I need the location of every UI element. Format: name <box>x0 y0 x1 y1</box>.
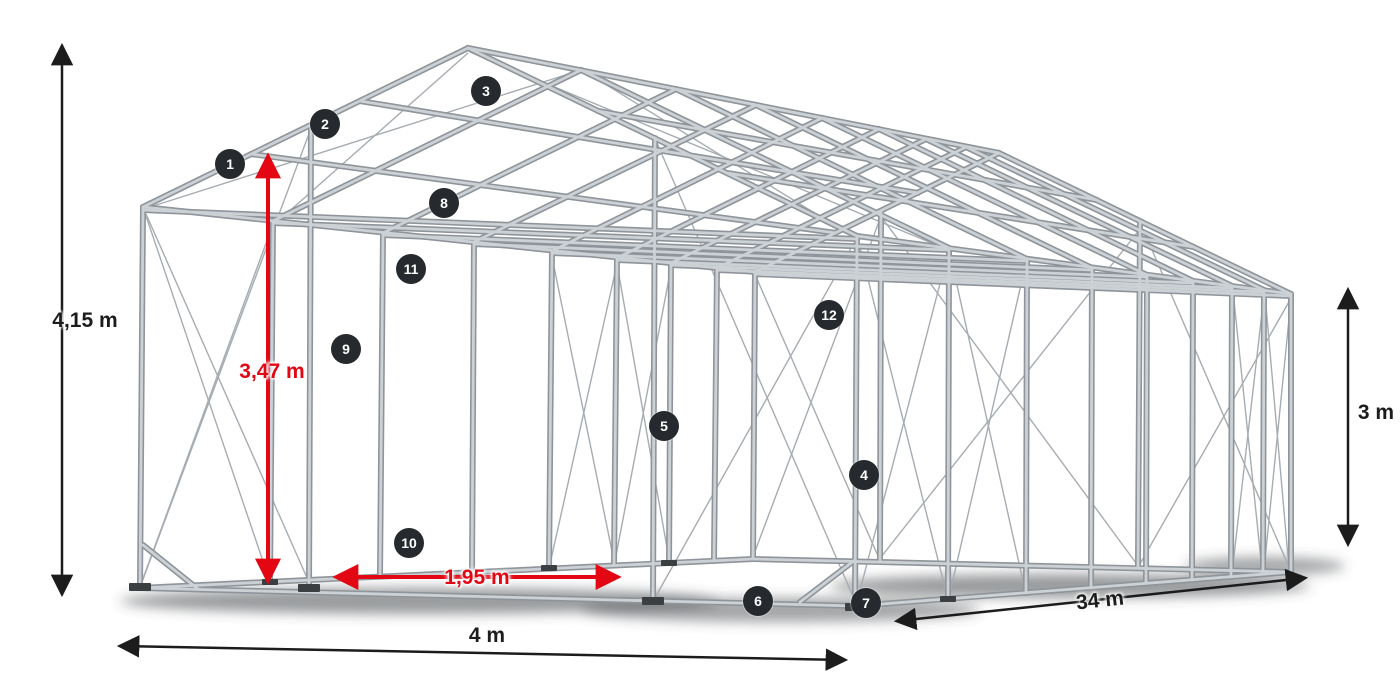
part-badge-10: 10 <box>394 528 424 558</box>
length-arrow <box>893 568 1309 631</box>
dimension-arrows <box>50 42 1360 671</box>
dimension-label-width: 4 m <box>468 624 506 647</box>
part-badge-3: 3 <box>471 76 501 106</box>
part-badge-12: 12 <box>814 300 844 330</box>
part-badge-2: 2 <box>310 109 340 139</box>
part-badge-9: 9 <box>331 334 361 364</box>
dimension-label-total-height: 4,15 m <box>52 309 118 332</box>
width-arrow <box>116 635 849 671</box>
part-badge-4: 4 <box>849 460 879 490</box>
part-badge-11: 11 <box>396 254 426 284</box>
dimension-label-side-height: 3 m <box>1357 401 1395 424</box>
part-badge-1: 1 <box>215 149 245 179</box>
part-badge-8: 8 <box>429 188 459 218</box>
dimension-label-passage-height: 3,47 m <box>239 360 305 383</box>
part-badge-5: 5 <box>649 411 679 441</box>
part-badge-6: 6 <box>743 586 773 616</box>
part-badge-7: 7 <box>851 588 881 618</box>
dimension-label-passage-width: 1,95 m <box>444 566 510 589</box>
